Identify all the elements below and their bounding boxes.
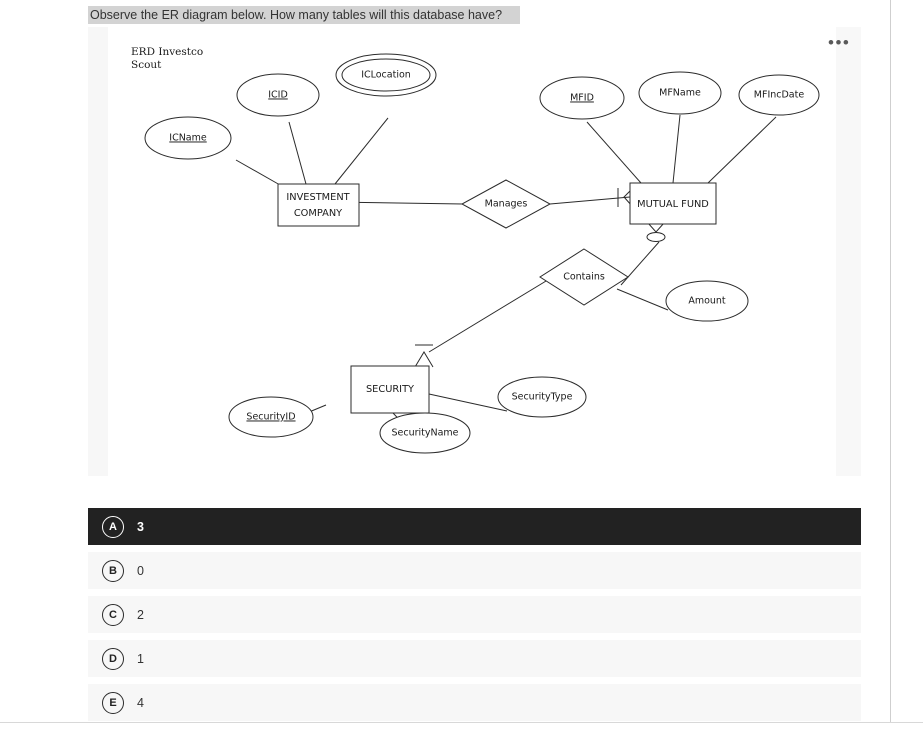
edge-icid — [288, 121, 307, 185]
attribute-ellipse-iclocation-inner — [341, 58, 431, 92]
entity-label-investment-company-line1: INVESTMENT — [286, 192, 350, 203]
right-divider — [890, 0, 891, 722]
edge-mfincdate — [707, 116, 777, 184]
attribute-ellipse-mfid — [539, 76, 625, 120]
entity-label-investment-company-line2: COMPANY — [294, 208, 342, 219]
entity-box-mutual-fund — [629, 182, 717, 225]
edge-manages-mf — [549, 196, 631, 205]
relationship-label-contains: Contains — [563, 272, 605, 283]
answer-option-a[interactable]: A 3 — [88, 508, 861, 545]
attribute-label-amount: Amount — [688, 296, 726, 307]
option-letter-c: C — [102, 603, 124, 626]
attribute-label-iclocation: ICLocation — [361, 70, 411, 81]
bottom-divider — [0, 722, 923, 723]
edge-securitytype — [428, 393, 508, 412]
option-letter-b: B — [102, 559, 124, 582]
option-text-c: 2 — [137, 607, 144, 622]
mark-mf-optional-circle — [646, 232, 666, 242]
relationship-diamond-manages — [460, 179, 552, 229]
attribute-ellipse-amount — [665, 280, 749, 322]
panel-right-gutter — [836, 27, 861, 476]
answer-option-e[interactable]: E 4 — [88, 684, 861, 721]
er-diagram-canvas: ICID ICLocation ICName MFID MFName MFInc… — [144, 53, 820, 454]
option-text-b: 0 — [137, 563, 144, 578]
relationship-diamond-contains — [539, 248, 629, 306]
edge-contains-amount — [616, 288, 669, 311]
option-text-e: 4 — [137, 695, 144, 710]
attribute-label-icname: ICName — [169, 133, 207, 144]
edge-mf-contains — [620, 241, 660, 286]
attribute-label-securityid: SecurityID — [246, 412, 295, 423]
er-diagram-panel: ••• ERD Investco Scout — [88, 27, 861, 476]
option-letter-a: A — [102, 515, 124, 538]
answer-option-b[interactable]: B 0 — [88, 552, 861, 589]
edge-contains-security — [428, 277, 552, 353]
answer-options-list: A 3 B 0 C 2 D 1 E 4 — [88, 508, 861, 728]
attribute-ellipse-securitytype — [497, 376, 587, 418]
attribute-ellipse-mfname — [638, 71, 722, 115]
edge-iclocation — [334, 117, 389, 185]
answer-option-c[interactable]: C 2 — [88, 596, 861, 633]
attribute-label-mfincdate: MFIncDate — [754, 90, 805, 101]
panel-left-gutter — [88, 27, 108, 476]
question-prompt: Observe the ER diagram below. How many t… — [88, 6, 520, 24]
relationship-shapes: Manages Contains — [460, 179, 629, 306]
entity-shapes: INVESTMENT COMPANY MUTUAL FUND SECURITY — [277, 182, 717, 414]
mark-sec-crowsfoot — [414, 351, 434, 368]
option-letter-d: D — [102, 647, 124, 670]
edge-mfname — [672, 114, 681, 184]
attribute-label-icid: ICID — [268, 90, 288, 101]
attribute-ellipse-mfincdate — [738, 74, 820, 116]
entity-box-investment-company — [277, 183, 360, 227]
option-letter-e: E — [102, 691, 124, 714]
entity-label-security: SECURITY — [366, 384, 414, 395]
entity-label-mutual-fund: MUTUAL FUND — [637, 199, 709, 210]
attribute-label-securitytype: SecurityType — [512, 392, 573, 403]
edge-mfid — [586, 121, 642, 184]
edge-icname — [235, 159, 281, 186]
attribute-ellipse-securityid — [228, 396, 314, 438]
relationship-label-manages: Manages — [485, 199, 528, 210]
attribute-ellipse-icname — [144, 116, 232, 160]
entity-box-security — [350, 365, 430, 414]
attribute-shapes: ICID ICLocation ICName MFID MFName MFInc… — [144, 53, 820, 454]
option-text-d: 1 — [137, 651, 144, 666]
option-text-a: 3 — [137, 519, 144, 534]
attribute-label-securityname: SecurityName — [391, 428, 458, 439]
mark-mf-crowsfoot — [623, 188, 633, 207]
diagram-title: ERD Investco Scout — [131, 46, 204, 71]
answer-option-d[interactable]: D 1 — [88, 640, 861, 677]
overflow-menu-icon[interactable]: ••• — [828, 33, 851, 52]
attribute-ellipse-icid — [236, 73, 320, 117]
attribute-label-mfname: MFName — [659, 88, 701, 99]
attribute-label-mfid: MFID — [570, 93, 594, 104]
